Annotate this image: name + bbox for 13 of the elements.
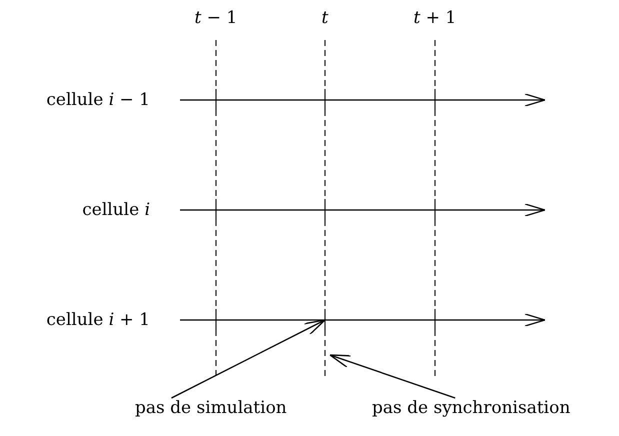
time-label: t (322, 8, 328, 28)
annotation-text: pas de simulation (135, 398, 287, 418)
time-label: t − 1 (194, 8, 238, 28)
leader-arrow (329, 354, 456, 399)
row-label: cellule i + 1 (46, 310, 150, 330)
row-label: cellule i − 1 (46, 90, 150, 110)
leader-arrow (171, 319, 326, 399)
timeline-arrow (180, 313, 546, 327)
timeline-arrow (180, 203, 546, 217)
annotation-text: pas de synchronisation (372, 398, 570, 418)
row-label: cellule i (82, 200, 150, 220)
time-label: t + 1 (414, 8, 456, 28)
timeline-arrow (180, 93, 546, 107)
